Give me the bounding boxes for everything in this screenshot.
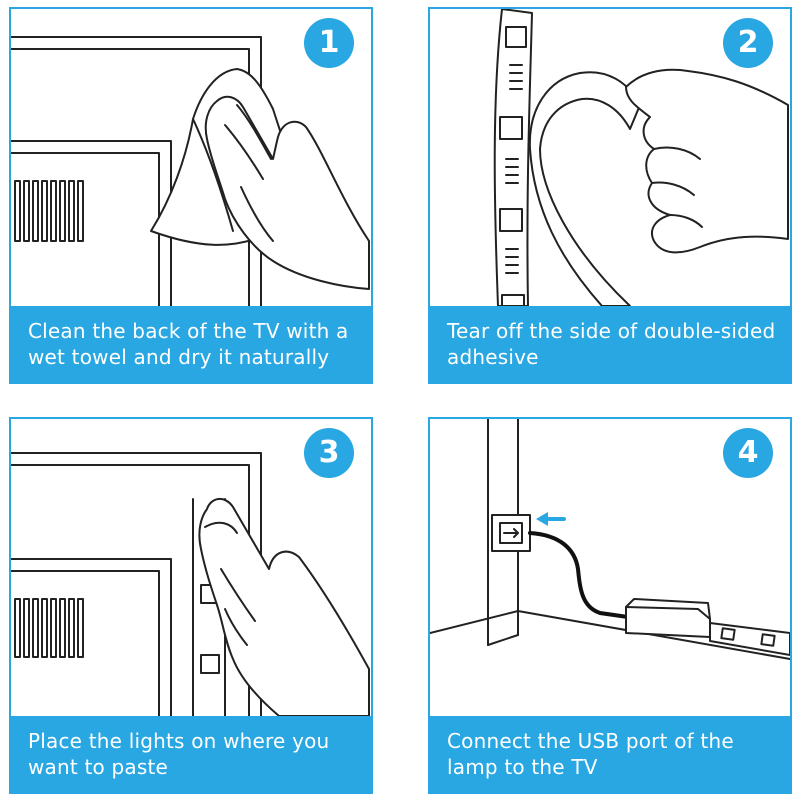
step-number-badge: 1 xyxy=(304,18,354,68)
illustration-clean-tv xyxy=(11,36,370,306)
step-panel-2: 2 Tear off the side of double-sided adhe… xyxy=(428,7,792,384)
step-caption: Connect the USB port of the lamp to the … xyxy=(430,716,790,792)
step-panel-4: 4 Connect the USB port of the lamp to th… xyxy=(428,417,792,794)
step-number-badge: 3 xyxy=(304,428,354,478)
step-caption: Place the lights on where you want to pa… xyxy=(11,716,371,792)
step-panel-1: 1 Clean the back of the TV with a wet to… xyxy=(9,7,373,384)
illustration-place-lights xyxy=(11,452,370,716)
arrow-left-icon xyxy=(536,512,566,526)
step-panel-3: 3 Place the lights on where you want to … xyxy=(9,417,373,794)
step-caption: Tear off the side of double-sided adhesi… xyxy=(430,306,790,382)
step-number-badge: 2 xyxy=(723,18,773,68)
illustration-peel-adhesive xyxy=(493,9,789,306)
usb-port-icon xyxy=(491,514,531,552)
step-caption: Clean the back of the TV with a wet towe… xyxy=(11,306,371,382)
step-number-badge: 4 xyxy=(723,428,773,478)
illustration-connect-usb xyxy=(430,419,790,660)
